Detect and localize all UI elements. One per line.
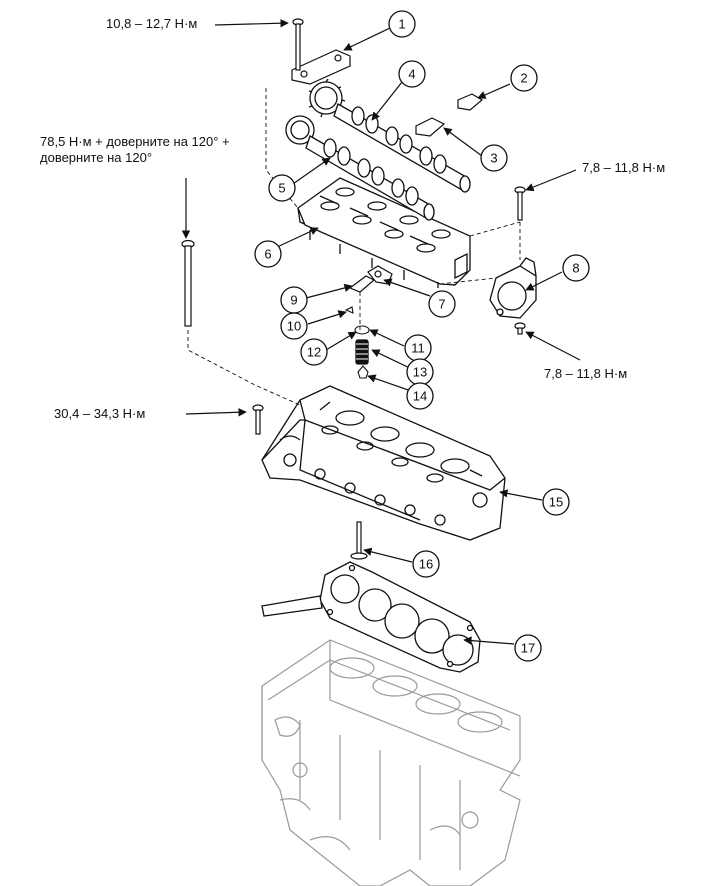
svg-text:5: 5 xyxy=(278,181,285,196)
intake-camshaft xyxy=(285,115,435,221)
bearing-cap-lower xyxy=(415,117,446,137)
camshaft-carrier xyxy=(297,177,471,288)
head-bolt xyxy=(181,239,195,327)
callout-15: 15 xyxy=(542,488,570,516)
svg-text:6: 6 xyxy=(264,247,271,262)
svg-text:15: 15 xyxy=(549,495,563,510)
valve xyxy=(350,521,368,560)
svg-text:1: 1 xyxy=(398,17,405,32)
torque-label-head-bolt: 78,5 Н·м + доверните на 120° + доверните… xyxy=(40,134,230,165)
cylinder-head xyxy=(261,385,506,541)
callout-17: 17 xyxy=(514,634,542,662)
exhaust-camshaft xyxy=(308,78,471,193)
callout-14: 14 xyxy=(406,382,434,410)
callout-11: 11 xyxy=(404,334,432,362)
leader-lines xyxy=(181,19,581,645)
svg-text:2: 2 xyxy=(520,71,527,86)
svg-text:8: 8 xyxy=(572,261,579,276)
callout-4: 4 xyxy=(398,60,426,88)
callout-16: 16 xyxy=(412,550,440,578)
callout-12: 12 xyxy=(300,338,328,366)
spring-retainer xyxy=(354,325,370,335)
svg-text:17: 17 xyxy=(521,641,535,656)
callout-5: 5 xyxy=(268,174,296,202)
callout-8: 8 xyxy=(562,254,590,282)
valve-spring xyxy=(355,339,369,365)
torque-label-vacuum-pump-bolt: 7,8 – 11,8 Н·м xyxy=(544,366,628,381)
rocker-arm xyxy=(348,275,376,293)
svg-text:10: 10 xyxy=(287,319,301,334)
valve-keepers xyxy=(344,306,354,314)
callout-1: 1 xyxy=(388,10,416,38)
callout-6: 6 xyxy=(254,240,282,268)
engine-block-outline xyxy=(261,639,521,886)
valve-stem-seal xyxy=(357,365,369,379)
camshaft-carrier-bolt xyxy=(514,186,526,221)
svg-text:14: 14 xyxy=(413,389,427,404)
cylinder-head-side-bolt xyxy=(252,404,264,435)
callout-7: 7 xyxy=(428,290,456,318)
svg-text:13: 13 xyxy=(413,365,427,380)
head-gasket xyxy=(261,561,481,673)
vacuum-pump xyxy=(489,257,537,319)
svg-text:3: 3 xyxy=(490,151,497,166)
callout-9: 9 xyxy=(280,286,308,314)
callout-13: 13 xyxy=(406,358,434,386)
callout-2: 2 xyxy=(510,64,538,92)
svg-text:16: 16 xyxy=(419,557,433,572)
svg-text:7: 7 xyxy=(438,297,445,312)
torque-label-carrier-bolt: 7,8 – 11,8 Н·м xyxy=(582,160,666,175)
svg-text:11: 11 xyxy=(411,341,425,356)
front-bearing-cap xyxy=(291,49,351,85)
svg-text:9: 9 xyxy=(290,293,297,308)
torque-label-bearing-cap-bolt: 10,8 – 12,7 Н·м xyxy=(106,16,198,31)
callout-3: 3 xyxy=(480,144,508,172)
torque-label-side-bolt: 30,4 – 34,3 Н·м xyxy=(54,406,146,421)
svg-text:4: 4 xyxy=(408,67,415,82)
svg-text:12: 12 xyxy=(307,345,321,360)
bearing-cap-upper xyxy=(457,93,484,111)
bearing-cap-bolt xyxy=(292,18,304,71)
vacuum-pump-bolt xyxy=(514,322,526,335)
callout-10: 10 xyxy=(280,312,308,340)
